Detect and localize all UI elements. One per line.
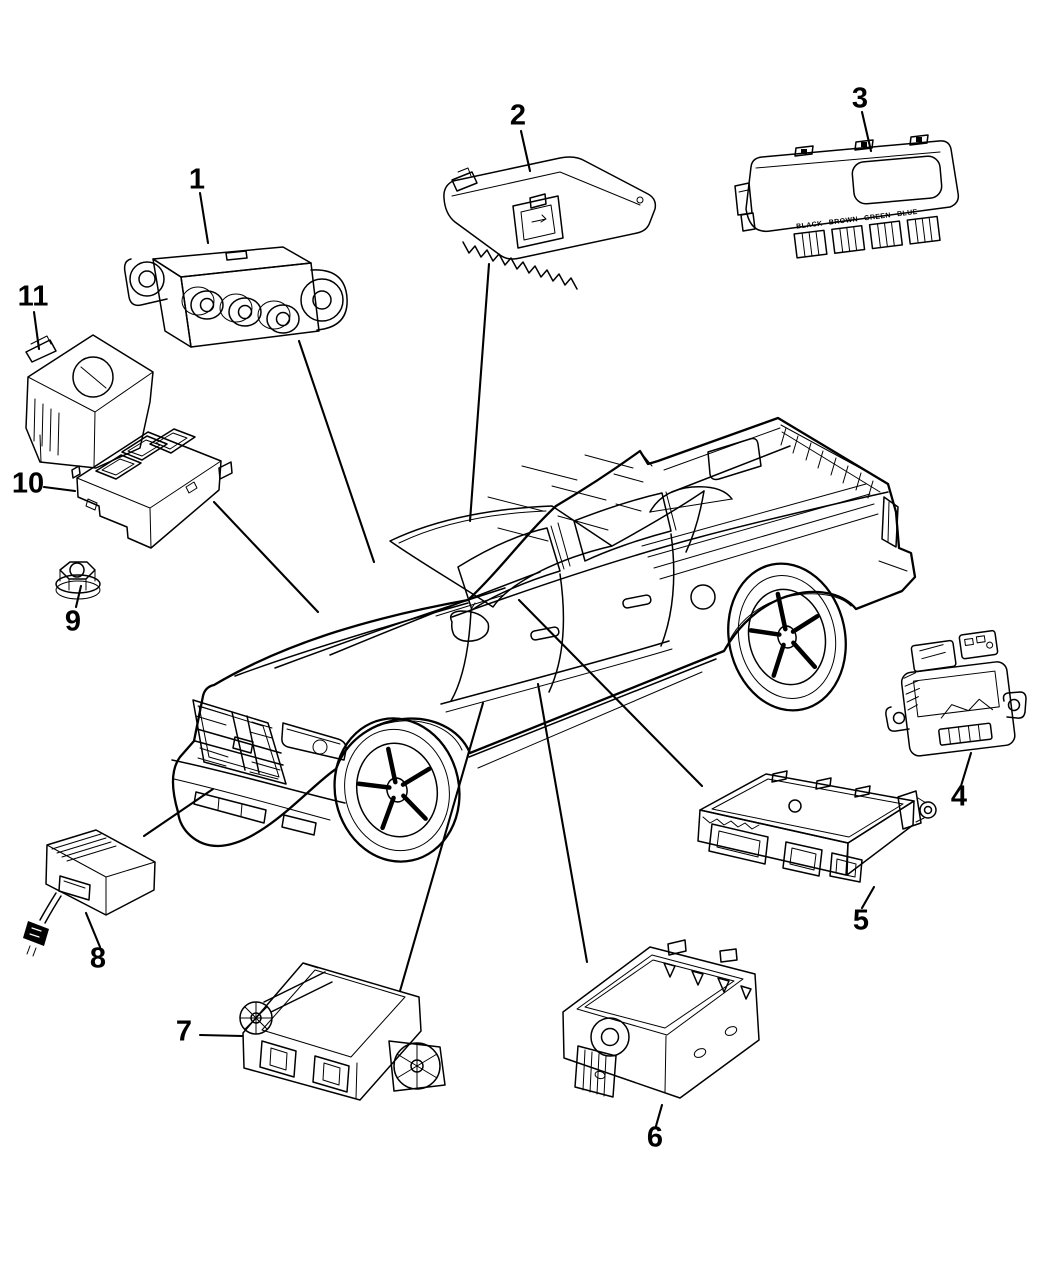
headlight [281,722,347,761]
callout-10[interactable]: 10 [11,467,45,500]
callout-1[interactable]: 1 [188,163,206,196]
leader-line-5 [517,598,704,788]
pin-row [462,241,578,290]
part-11-module-cover [25,334,154,469]
connector-banks: BLACK BROWN GREEN BLUE [793,209,941,259]
callout-2[interactable]: 2 [509,99,527,132]
part-3-control-module: BLACK BROWN GREEN BLUE [734,134,960,259]
leader-line-8 [142,787,215,838]
leader-line-7 [398,701,485,993]
truck-rear-wheel [727,562,847,712]
pointer-line-10 [42,485,77,493]
part-8-module-with-pigtail [23,829,156,957]
truck-front-grille [171,699,347,836]
callout-7[interactable]: 7 [175,1015,193,1048]
pointer-line-3 [860,110,873,153]
truck-bed [641,424,885,580]
bed-wall-slots [780,427,874,499]
pointer-line-5 [860,885,876,910]
pointer-line-4 [959,751,973,788]
callout-8[interactable]: 8 [89,942,107,975]
roof-ribs [487,454,644,542]
callout-5[interactable]: 5 [852,904,870,937]
grille-badge [232,736,254,754]
truck-windows [389,454,705,611]
part-4-control-module [885,629,1027,757]
leader-lines [32,110,973,1128]
callout-9[interactable]: 9 [64,605,82,638]
part-1-sensor-module [123,246,348,348]
leader-line-1 [297,339,376,564]
pointer-line-6 [654,1103,664,1128]
rear-door-handle [622,594,652,609]
leader-line-6 [536,682,589,964]
pointer-line-11 [32,310,41,351]
fuel-door [690,584,716,610]
pointer-line-7 [198,1033,244,1038]
leader-line-2 [468,262,491,523]
part-9-hex-nut [55,561,101,600]
truck-illustration [171,416,917,863]
part-5-control-module [697,770,937,883]
pointer-line-9 [74,584,83,609]
part-6-control-module [562,939,760,1099]
front-door-handle [530,626,560,641]
truck-body [171,416,917,848]
callout-3[interactable]: 3 [851,82,869,115]
callout-4[interactable]: 4 [950,780,968,813]
callout-11[interactable]: 11 [17,280,49,313]
callout-6[interactable]: 6 [646,1121,664,1154]
side-mirror [449,610,490,642]
part-2-control-module [443,156,657,290]
bed-floor-slats [641,483,879,580]
part-10-control-module [71,428,233,549]
pointer-line-8 [84,911,102,949]
leader-line-10 [212,500,320,614]
fog-lamp [281,814,317,836]
part-7-control-module [239,962,446,1101]
truck-front-wheel [333,717,461,863]
pointer-line-1 [198,191,210,245]
